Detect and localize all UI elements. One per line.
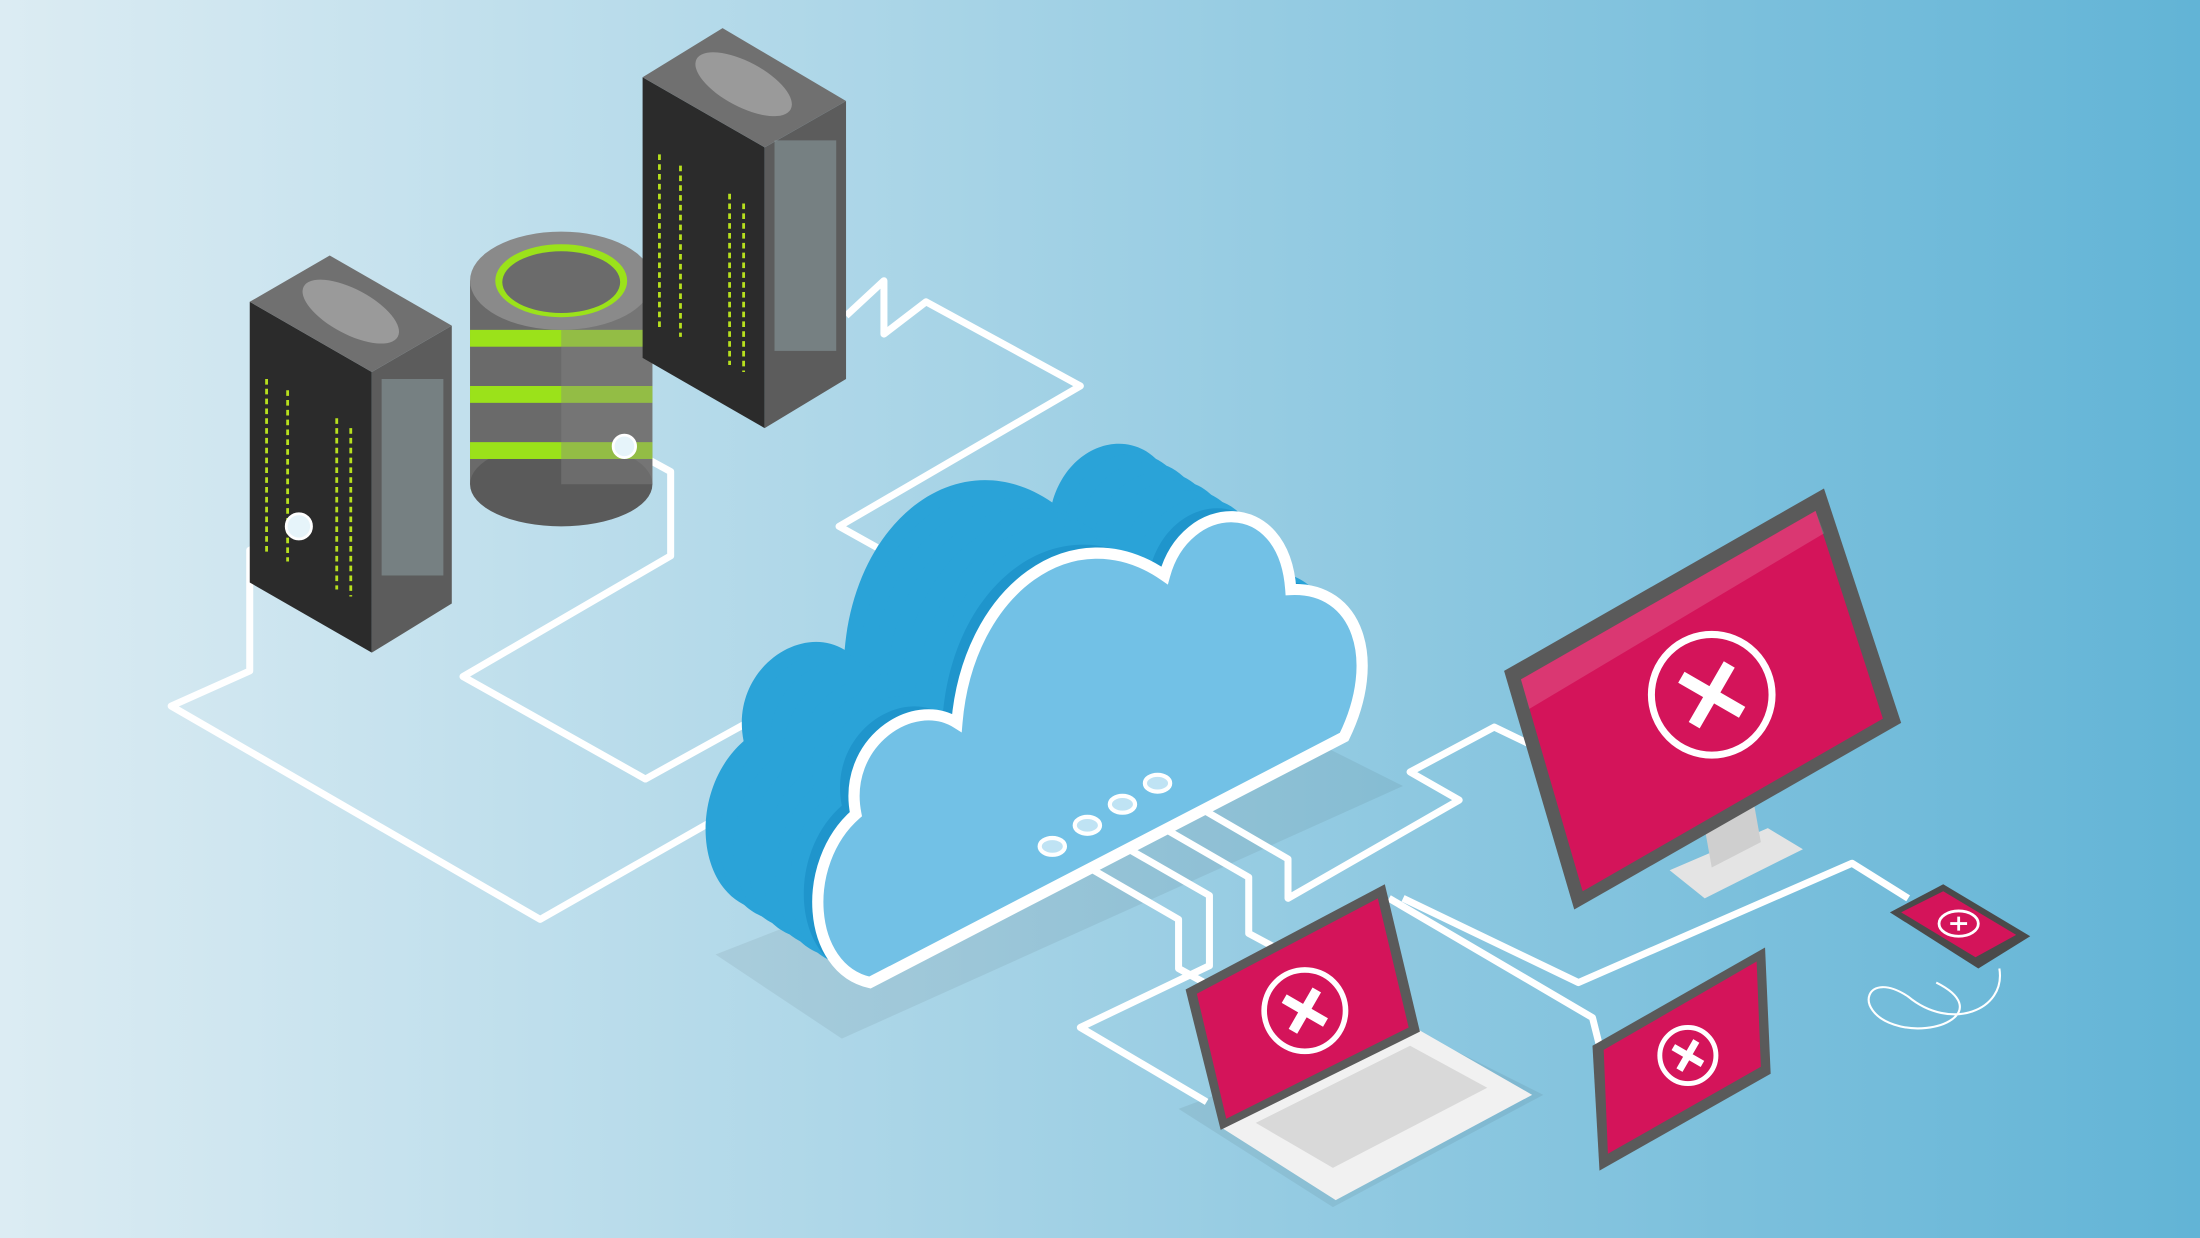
- error-x-icon: [1261, 967, 1349, 1055]
- database-icon: [470, 231, 653, 527]
- desktop-monitor-icon: [1504, 488, 1902, 910]
- laptop-icon: [1185, 884, 1533, 1201]
- cloud-icon: [705, 443, 1363, 983]
- server-rack-icon: [249, 255, 452, 653]
- tablet-icon: [1592, 947, 1771, 1171]
- error-x-icon: [1657, 1024, 1719, 1087]
- connector-monitor: [1155, 723, 1531, 902]
- connector-server-2: [835, 277, 1084, 551]
- server-port: [284, 512, 313, 541]
- error-x-icon: [1937, 909, 1980, 938]
- connector-database: [459, 443, 767, 783]
- connector-phone: [1401, 859, 1911, 987]
- earphones-icon: [1867, 968, 2001, 1030]
- cloud-ports: [1037, 772, 1173, 857]
- server-rack-icon: [642, 28, 847, 429]
- error-x-icon: [1647, 630, 1776, 759]
- database-port: [611, 433, 637, 459]
- connector-laptop: [1120, 801, 1290, 958]
- connector-laptop-2: [1076, 822, 1213, 1105]
- smartphone-icon: [1867, 884, 2031, 1030]
- connector-tablet-2: [1387, 895, 1603, 1047]
